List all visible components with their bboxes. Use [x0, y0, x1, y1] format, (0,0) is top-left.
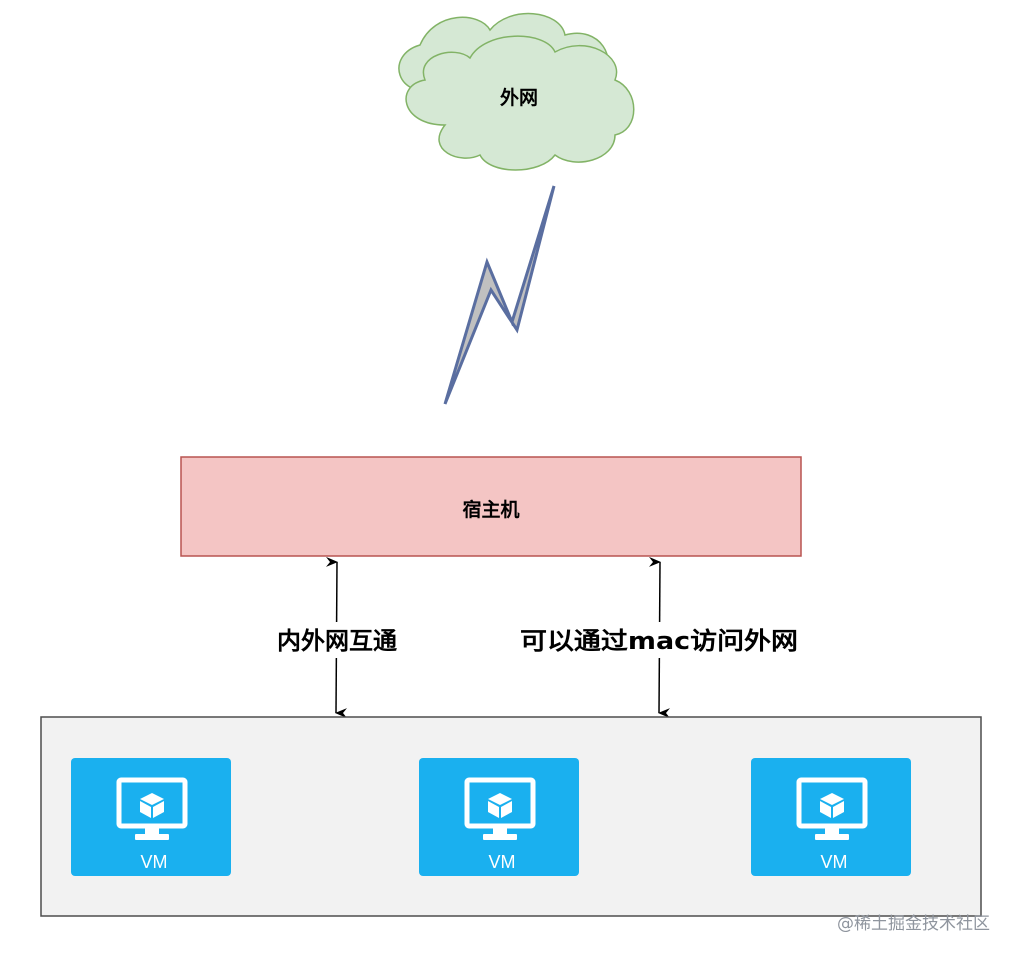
left-label-background [263, 622, 411, 658]
host-box[interactable]: 宿主机 [180, 456, 802, 557]
vm-tile[interactable]: VM [751, 758, 911, 876]
lightning-bolt-icon [443, 185, 556, 405]
left-connection-label: 内外网互通 [277, 627, 397, 655]
right-connection-label: 可以通过mac访问外网 [520, 627, 798, 655]
cloud-label: 外网 [500, 86, 538, 109]
right-label-background [517, 622, 803, 658]
cloud-internet[interactable]: 外网 [398, 12, 635, 171]
vm-tile[interactable]: VM [419, 758, 579, 876]
vm-tile[interactable]: VM [71, 758, 231, 876]
vm-label: VM [141, 852, 168, 872]
virtual-machine-monitor-icon [796, 777, 868, 840]
watermark-text: @稀土掘金技术社区 [837, 914, 990, 934]
vm-label: VM [821, 852, 848, 872]
vm-label: VM [489, 852, 516, 872]
cloud-front-shape [405, 35, 635, 171]
host-rect [180, 456, 802, 557]
virtual-machine-monitor-icon [116, 777, 188, 840]
virtual-machine-monitor-icon [464, 777, 536, 840]
host-label: 宿主机 [462, 498, 519, 521]
